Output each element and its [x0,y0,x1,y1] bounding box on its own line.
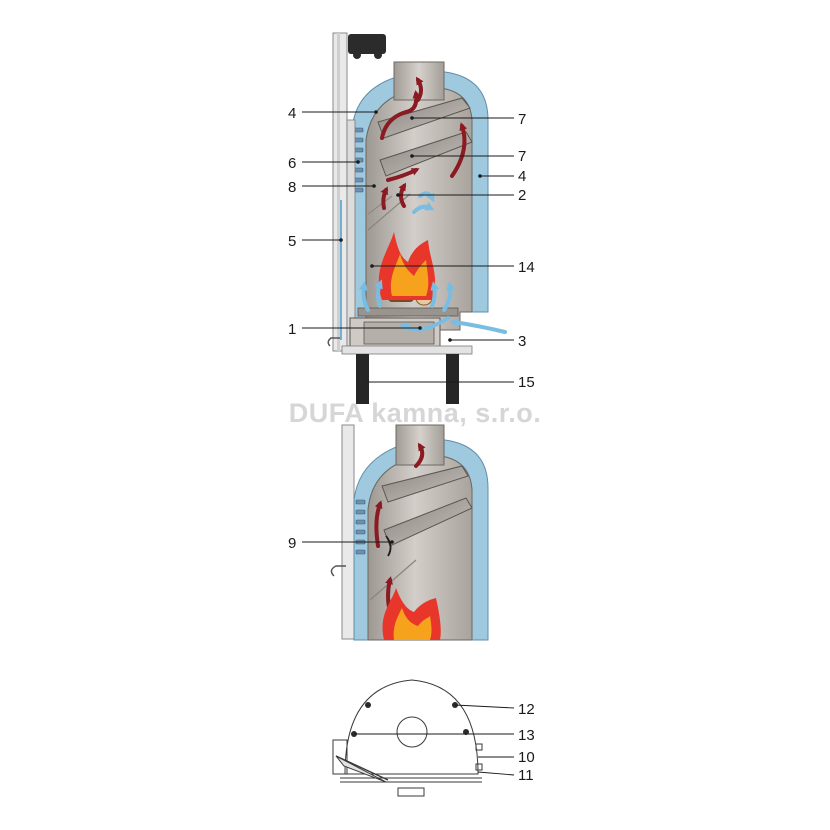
main-section [327,32,507,404]
door-handle [327,337,340,347]
door-profile [335,755,389,781]
rear-column-edge [337,33,340,351]
leader-lines [302,111,515,776]
top-view [332,679,483,797]
callout-10: 10 [518,749,535,766]
front-frame [346,119,356,347]
callout-13: 13 [518,727,535,744]
hot-gas-flow [380,76,468,210]
bolt-hole [463,729,469,735]
callout-15: 15 [518,374,535,391]
side-bracket [332,739,348,775]
leg-right [446,354,459,404]
callout-7-upper: 7 [518,111,526,128]
callout-11: 11 [518,767,534,784]
connector-screw [374,51,382,59]
ash-drawer [363,321,435,345]
callout-5: 5 [288,233,296,250]
connector-screw [353,51,361,59]
second-section [330,424,489,641]
side-fitting [475,763,483,771]
callout-6: 6 [288,155,296,172]
door-handle [330,565,346,577]
flue-opening [396,716,428,748]
callout-12: 12 [518,701,535,718]
callout-4-right: 4 [518,168,526,185]
callout-1: 1 [288,321,296,338]
inner-plate [369,559,417,601]
callout-numbers: 4 6 8 5 1 7 7 4 2 14 3 15 9 12 13 10 11 [288,105,535,784]
cold-air-flow [358,191,507,334]
rear-column [341,424,355,640]
inner-plate [367,195,393,215]
leader-dots [339,110,482,544]
callout-7-lower: 7 [518,148,526,165]
connector-block [348,34,386,54]
callout-9: 9 [288,535,296,552]
watermark: DUFA kamna, s.r.o. [289,398,542,428]
grate [357,307,459,317]
bypass-flap [385,535,392,557]
top-view-outline [344,679,479,775]
callout-2: 2 [518,187,526,204]
base-plate [341,345,473,355]
front-fins [353,127,364,193]
side-fitting [475,743,483,751]
callout-3: 3 [518,333,526,350]
lower-baffle [379,131,473,177]
bolt-hole [365,702,371,708]
section-flame [382,588,441,640]
base-tab [397,787,425,797]
callout-4-left: 4 [288,105,296,122]
callout-14: 14 [518,259,535,276]
upper-baffle [381,465,469,503]
callout-8: 8 [288,179,296,196]
leg-left [356,354,369,404]
